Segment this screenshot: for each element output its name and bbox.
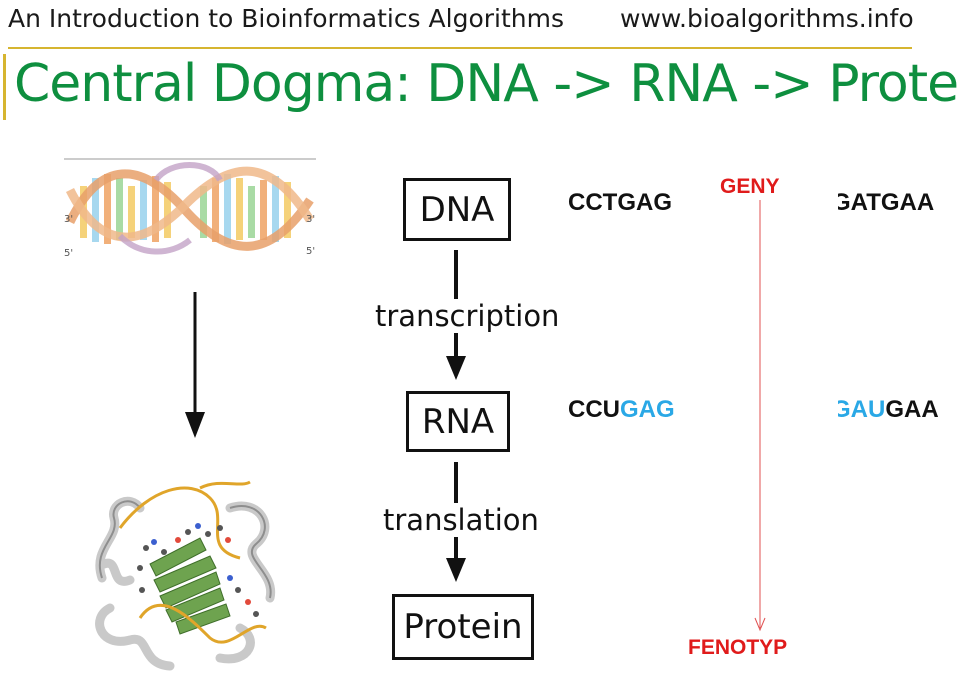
rna-sequence-left: CCUGAG <box>568 396 675 424</box>
website-url: www.bioalgorithms.info <box>620 4 914 33</box>
svg-text:3': 3' <box>64 214 73 225</box>
dna-box: DNA <box>403 178 511 241</box>
dna-sequence-right: GATGAA <box>832 189 935 216</box>
dna-sequence-left: CCTGAG <box>568 189 672 216</box>
rna-right-plain: GAA <box>885 396 939 423</box>
rna-left-highlight: GAG <box>620 396 675 423</box>
genes-to-phenotype-arrow <box>754 200 766 632</box>
svg-text:3': 3' <box>306 214 315 225</box>
rna-left-plain: CCU <box>568 396 620 423</box>
header-divider <box>8 47 912 49</box>
course-title: An Introduction to Bioinformatics Algori… <box>8 4 564 33</box>
svg-text:5': 5' <box>64 248 73 259</box>
rna-box: RNA <box>406 391 510 452</box>
rna-right-highlight: GAU <box>832 396 886 423</box>
svg-text:5': 5' <box>306 246 315 257</box>
genes-phenotype-panel <box>676 168 838 678</box>
transcription-label: transcription <box>373 299 562 333</box>
protein-box: Protein <box>392 594 534 660</box>
phenotype-label: FENOTYP <box>688 636 788 659</box>
slide-title: Central Dogma: DNA -> RNA -> Protein <box>14 54 960 114</box>
translation-label: translation <box>381 503 541 537</box>
dna-to-protein-arrow <box>185 292 205 438</box>
rna-sequence-right: GAUGAA <box>832 396 939 424</box>
title-accent-bar <box>3 54 6 120</box>
protein-structure-icon <box>95 480 276 671</box>
genes-label: GENY <box>720 175 780 198</box>
dna-double-helix-icon: 3' 5' 3' 5' <box>64 158 316 259</box>
